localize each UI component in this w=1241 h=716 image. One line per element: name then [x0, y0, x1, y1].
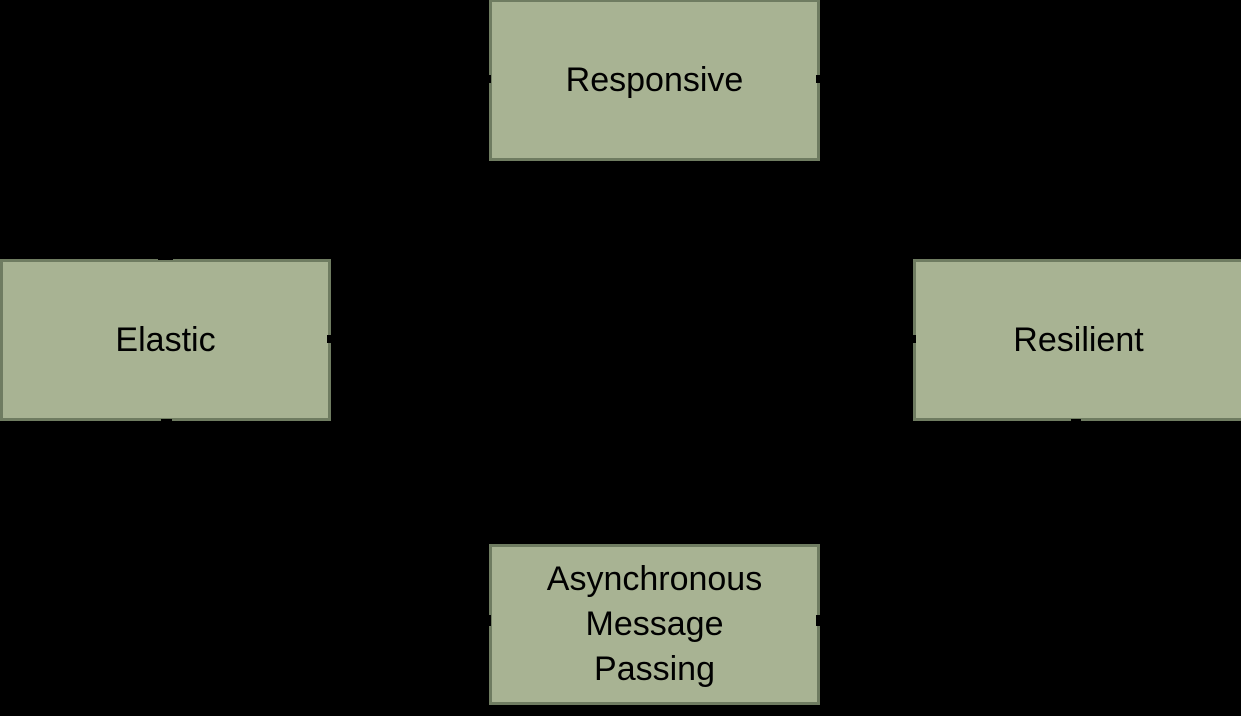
arrow-tip-async-right: [816, 615, 824, 626]
arrow-tip-resilient-bottom: [1071, 419, 1081, 425]
node-elastic-label: Elastic: [115, 320, 216, 359]
node-responsive-label: Responsive: [565, 60, 744, 99]
node-responsive: Responsive: [489, 0, 820, 161]
arrow-tip-responsive-left: [484, 75, 491, 83]
node-async-message-passing: Asynchronous Message Passing: [489, 544, 820, 705]
node-async-message-passing-label: Asynchronous Message Passing: [546, 560, 763, 688]
arrow-tip-resilient-top: [1068, 253, 1083, 259]
node-resilient: Resilient: [913, 259, 1241, 421]
arrow-tip-elastic-bottom: [161, 419, 172, 425]
arrow-tip-elastic-top: [158, 254, 173, 260]
arrow-tip-responsive-right: [816, 75, 823, 83]
arrow-tip-resilient-left: [909, 335, 916, 343]
arrow-tip-elastic-right: [327, 335, 334, 343]
node-elastic: Elastic: [0, 259, 331, 421]
node-resilient-label: Resilient: [1013, 320, 1144, 359]
arrow-tip-async-left: [483, 615, 491, 626]
